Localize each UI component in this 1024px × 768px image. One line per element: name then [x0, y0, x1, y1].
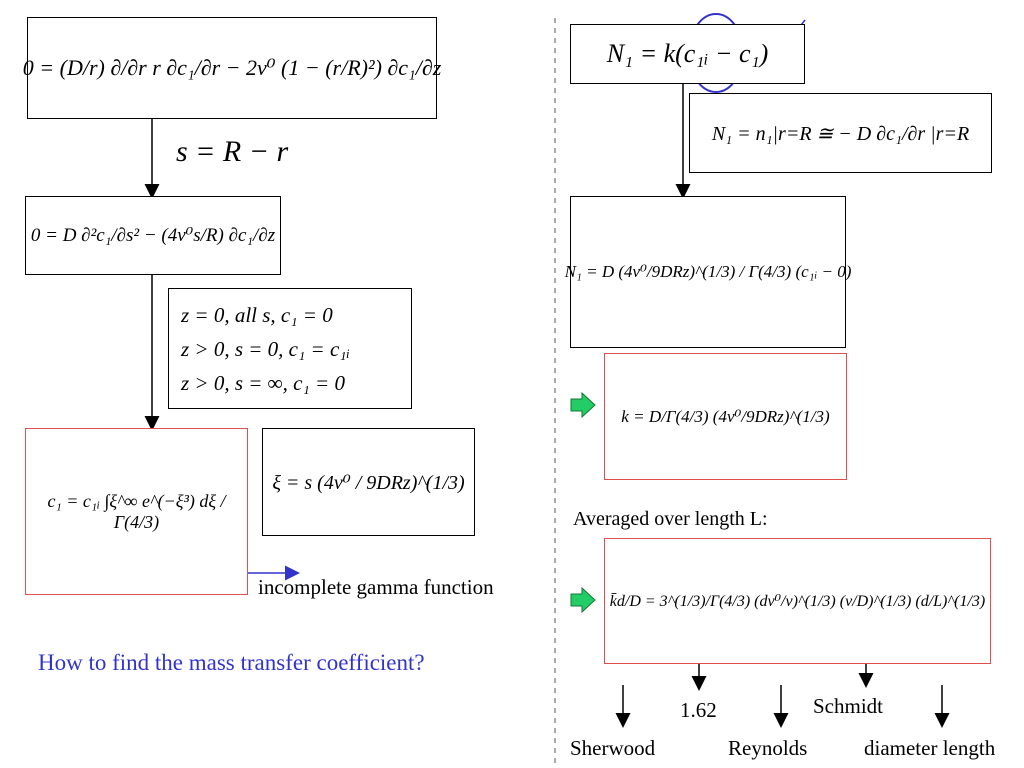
flux-box: N₁ = k(c₁ᵢ − c₁) — [570, 24, 805, 84]
value-1-62: 1.62 — [680, 698, 717, 722]
averaged-label: Averaged over length L: — [573, 508, 768, 530]
green-arrow-icon — [570, 587, 596, 613]
solution-box: c₁ = c₁ᵢ ∫ξ^∞ e^(−ξ³) dξ / Γ(4/3) — [25, 428, 248, 595]
equation-transform: s = R − r — [176, 135, 289, 168]
averaged-result-box: k̄d/D = 3^(1/3)/Γ(4/3) (dv⁰/v)^(1/3) (v/… — [604, 538, 991, 664]
condition-row: z > 0, s = 0, c₁ = c₁ᵢ — [181, 336, 350, 361]
flux-equation: N₁ = k(c₁ᵢ − c₁) — [606, 39, 769, 68]
equation-box-1: 0 = (D/r) ∂/∂r r ∂c₁/∂r − 2v⁰ (1 − (r/R)… — [23, 17, 441, 119]
reynolds-label: Reynolds — [728, 736, 808, 760]
question-text: How to find the mass transfer coefficien… — [38, 650, 425, 675]
averaged-result: k̄d/D = 3^(1/3)/Γ(4/3) (dv⁰/v)^(1/3) (v/… — [609, 593, 986, 610]
condition-row: z > 0, s = ∞, c₁ = 0 — [181, 370, 345, 395]
boundary-conditions-box: z = 0, all s, c₁ = 0 z > 0, s = 0, c₁ = … — [168, 288, 412, 409]
equation-1: 0 = (D/r) ∂/∂r r ∂c₁/∂r − 2v⁰ (1 − (r/R)… — [22, 55, 442, 80]
flux-definition: N₁ = n₁|r=R ≅ − D ∂c₁/∂r |r=R — [711, 122, 970, 145]
equation-2: 0 = D ∂²c₁/∂s² − (4v⁰s/R) ∂c₁/∂z — [30, 225, 276, 246]
flux-definition-box: N₁ = n₁|r=R ≅ − D ∂c₁/∂r |r=R — [689, 93, 992, 173]
flux-result: N₁ = D (4v⁰/9DRz)^(1/3) / Γ(4/3) (c₁ᵢ − … — [564, 262, 852, 281]
schmidt-label: Schmidt — [813, 694, 884, 718]
solution-equation: c₁ = c₁ᵢ ∫ξ^∞ e^(−ξ³) dξ / Γ(4/3) — [47, 490, 226, 532]
diameter-length-label: diameter length — [864, 736, 996, 760]
sherwood-label: Sherwood — [570, 736, 656, 760]
equation-box-2: 0 = D ∂²c₁/∂s² − (4v⁰s/R) ∂c₁/∂z — [25, 196, 281, 275]
k-result-box: k = D/Γ(4/3) (4v⁰/9DRz)^(1/3) — [604, 353, 847, 480]
xi-definition-box: ξ = s (4v⁰ / 9DRz)^(1/3) — [262, 428, 475, 536]
flux-result-box: N₁ = D (4v⁰/9DRz)^(1/3) / Γ(4/3) (c₁ᵢ − … — [565, 196, 851, 348]
k-result: k = D/Γ(4/3) (4v⁰/9DRz)^(1/3) — [621, 406, 830, 426]
incomplete-gamma-label: incomplete gamma function — [258, 575, 494, 599]
xi-equation: ξ = s (4v⁰ / 9DRz)^(1/3) — [272, 471, 465, 494]
green-arrow-icon — [570, 392, 596, 418]
condition-row: z = 0, all s, c₁ = 0 — [181, 302, 333, 327]
